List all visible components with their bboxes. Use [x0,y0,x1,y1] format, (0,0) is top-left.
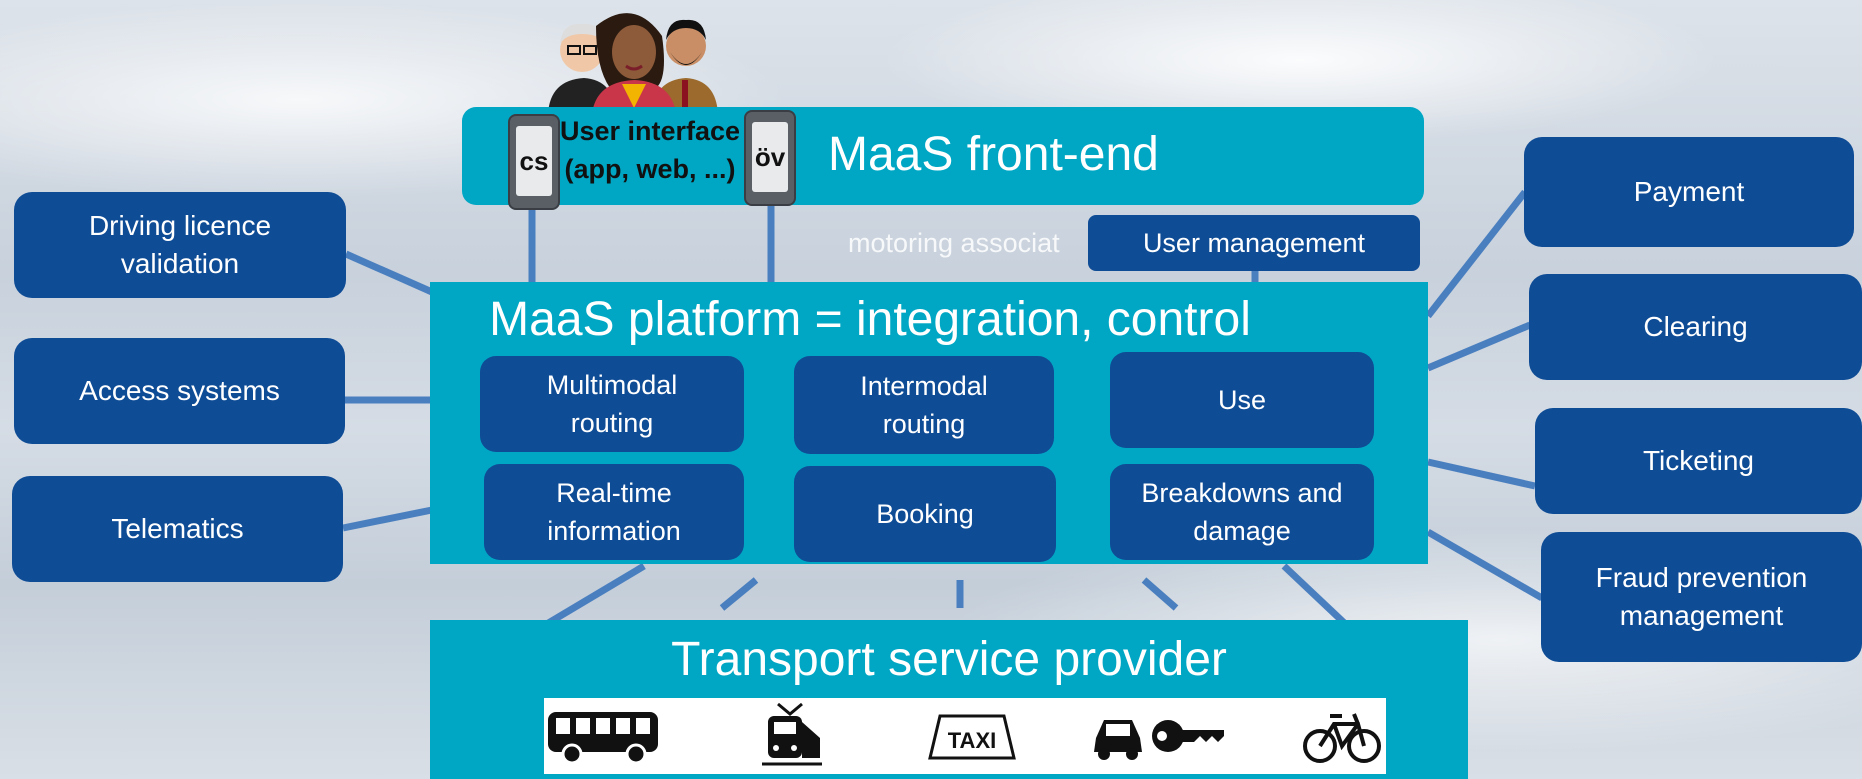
service-clearing: Clearing [1529,274,1862,380]
service-fraud-prevention: Fraud prevention management [1541,532,1862,662]
bus-icon [548,712,658,765]
train-icon [762,702,822,766]
user-interface-label: User interface (app, web, ...) [556,112,744,188]
service-access-systems: Access systems [14,338,345,444]
phone-cs-label: cs [516,126,552,196]
service-payment: Payment [1524,137,1854,247]
connector-payment [1425,189,1528,319]
connector-clearing [1426,321,1532,372]
connector-provider-1 [538,562,646,632]
service-driving-licence: Driving licence validation [14,192,346,298]
car-sharing-key-icon [1094,720,1224,760]
module-multimodal-routing: Multimodal routing [480,356,744,452]
service-ticketing: Ticketing [1535,408,1862,514]
connector-telematics [342,506,433,532]
connector-licence [344,250,434,296]
module-breakdowns-damage: Breakdowns and damage [1110,464,1374,560]
module-intermodal-routing: Intermodal routing [794,356,1054,454]
phone-cs-icon: cs [508,114,560,210]
platform-title: MaaS platform = integration, control [489,293,1251,346]
module-booking: Booking [794,466,1056,562]
service-telematics: Telematics [12,476,343,582]
module-use: Use [1110,352,1374,448]
user-management-box: User management [1088,215,1420,271]
user-interface-line2: (app, web, ...) [564,154,736,184]
front-end-title: MaaS front-end [828,128,1159,181]
connector-ticketing [1427,458,1536,490]
taxi-icon: TAXI [928,714,1016,760]
connector-fraud [1426,528,1544,602]
transport-icons-strip: TAXI [544,698,1386,774]
bicycle-icon [1303,713,1381,763]
maas-front-end: MaaS front-end [462,107,1424,205]
phone-ov-label: öv [752,122,788,192]
taxi-label: TAXI [948,728,996,753]
user-interface-line1: User interface [559,116,741,146]
phone-ov-icon: öv [744,110,796,206]
connector-provider-4 [1141,577,1179,611]
faded-text: motoring associat [848,228,1060,258]
connector-provider-2 [719,577,759,611]
module-real-time-information: Real-time information [484,464,744,560]
provider-title: Transport service provider [671,633,1227,686]
people-group-icon [544,8,724,114]
